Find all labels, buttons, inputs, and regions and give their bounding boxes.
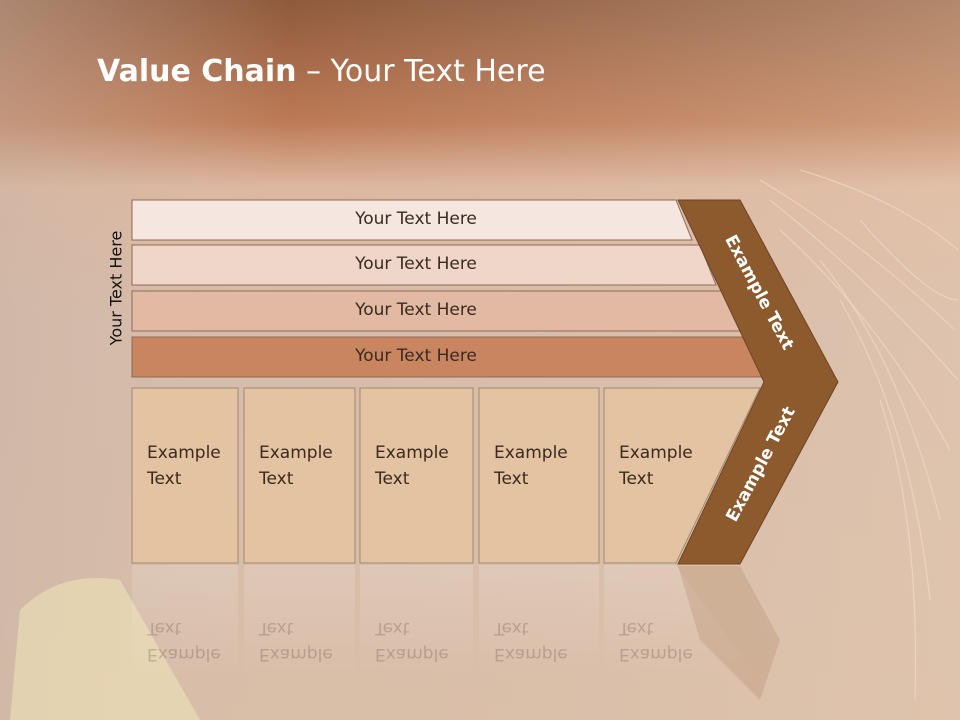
- background-shoulder-shape: [10, 578, 200, 720]
- cell-reflection-1: [132, 565, 238, 683]
- row-label-2: Your Text Here: [355, 254, 477, 274]
- cell-reflection-4: [479, 565, 599, 683]
- slide-title: Value Chain – Your Text Here: [97, 54, 546, 89]
- activity-cell-label-4: Example Text: [494, 443, 568, 489]
- activity-cell-2: [243, 387, 356, 564]
- activity-cell-5: [603, 387, 761, 564]
- cell-reflection-label-2: Example Text: [259, 618, 333, 664]
- cell-reflection-label-5: Example Text: [619, 618, 693, 664]
- activity-cell-4: [478, 387, 600, 564]
- title-rest: – Your Text Here: [296, 54, 546, 89]
- value-chain-row-1: [131, 199, 693, 241]
- cell-reflection-2: [244, 565, 355, 683]
- cell-reflection-label-3: Example Text: [375, 618, 449, 664]
- value-chain-row-2: [131, 244, 717, 286]
- row-label-1: Your Text Here: [355, 209, 477, 229]
- row-label-4: Your Text Here: [355, 346, 477, 366]
- activity-cell-label-5: Example Text: [619, 443, 693, 489]
- activity-cell-label-1: Example Text: [147, 443, 221, 489]
- chevron-arrow: [677, 199, 839, 565]
- cell-reflection-3: [360, 565, 473, 683]
- side-label: Your Text Here: [106, 230, 126, 346]
- background-hair-strands: [759, 169, 959, 701]
- activity-cell-3: [359, 387, 474, 564]
- activity-cell-label-3: Example Text: [375, 443, 449, 489]
- title-bold: Value Chain: [97, 54, 297, 89]
- row-label-3: Your Text Here: [355, 300, 477, 320]
- activity-cell-label-2: Example Text: [259, 443, 333, 489]
- cell-reflection-label-4: Example Text: [494, 618, 568, 664]
- activity-cell-1: [131, 387, 239, 564]
- cell-reflection-label-1: Example Text: [147, 618, 221, 664]
- cell-reflection-5: [604, 565, 760, 683]
- chevron-reflection: [678, 566, 780, 700]
